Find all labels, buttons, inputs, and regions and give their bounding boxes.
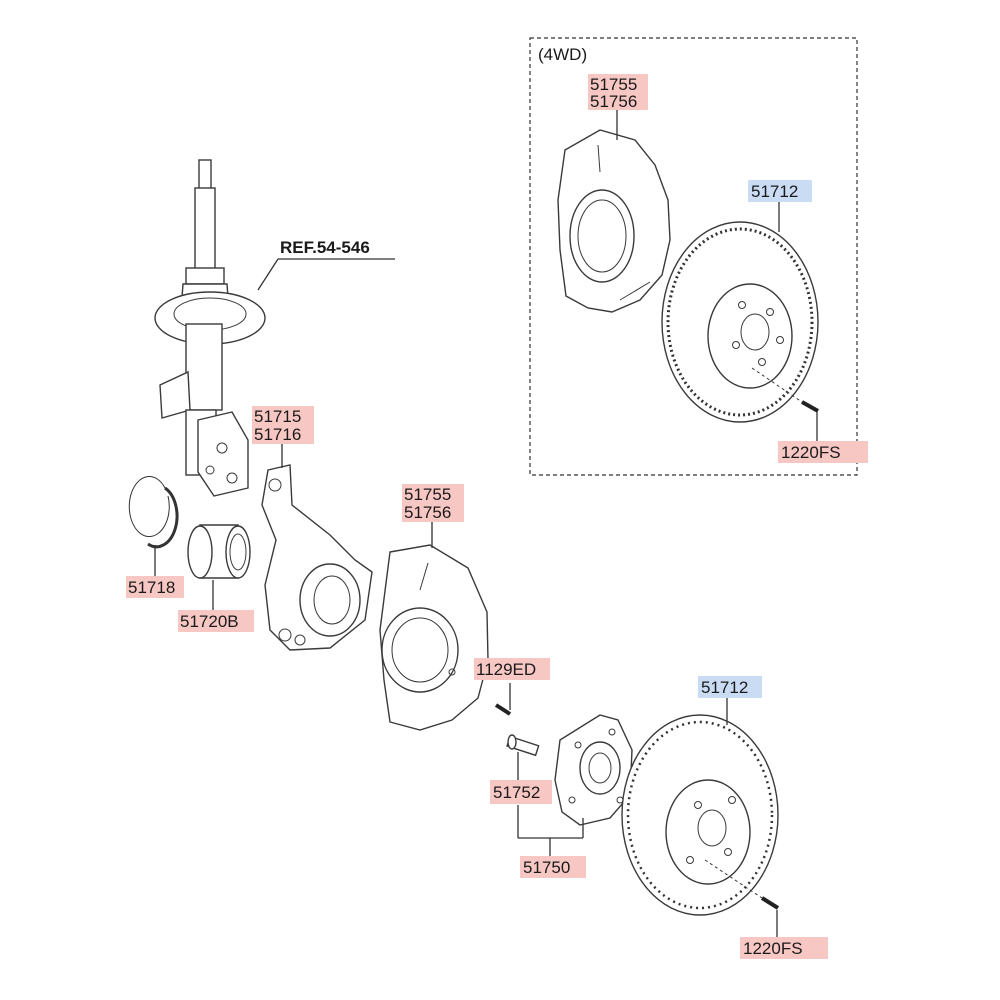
4wd-group-title: (4WD) <box>538 45 587 64</box>
label-1220fs: 1220FS <box>743 939 803 958</box>
dust-shield <box>379 544 489 731</box>
brake-disc <box>621 714 779 916</box>
snap-ring <box>128 476 179 549</box>
brake-disc-4wd <box>661 221 819 423</box>
screw-1220fs-bottom <box>704 859 780 910</box>
label-51752: 51752 <box>493 783 540 802</box>
label-51756-4wd: 51756 <box>590 92 637 111</box>
label-51716: 51716 <box>254 425 301 444</box>
label-51755-4wd: 51755 <box>590 75 637 94</box>
ref-label: REF.54-546 <box>280 238 370 257</box>
label-51715: 51715 <box>254 407 301 426</box>
label-51755: 51755 <box>404 485 451 504</box>
label-51712-4wd: 51712 <box>751 182 798 201</box>
screw-1220fs-top <box>751 367 819 413</box>
steering-knuckle <box>261 464 373 651</box>
label-1220fs-4wd: 1220FS <box>781 443 841 462</box>
label-51756: 51756 <box>404 503 451 522</box>
4wd-group-box <box>529 37 858 476</box>
label-51720b: 51720B <box>180 612 239 631</box>
label-51712: 51712 <box>701 678 748 697</box>
label-1129ed: 1129ED <box>476 660 536 679</box>
wheel-hub <box>554 714 633 826</box>
label-51718: 51718 <box>128 578 175 597</box>
bolt-1129ed <box>494 683 512 716</box>
label-51750: 51750 <box>523 858 570 877</box>
label-backgrounds <box>126 74 868 959</box>
hub-bolt <box>506 734 540 757</box>
strut-assembly <box>154 159 266 497</box>
wheel-bearing <box>187 524 251 579</box>
dust-shield-4wd <box>557 129 671 313</box>
